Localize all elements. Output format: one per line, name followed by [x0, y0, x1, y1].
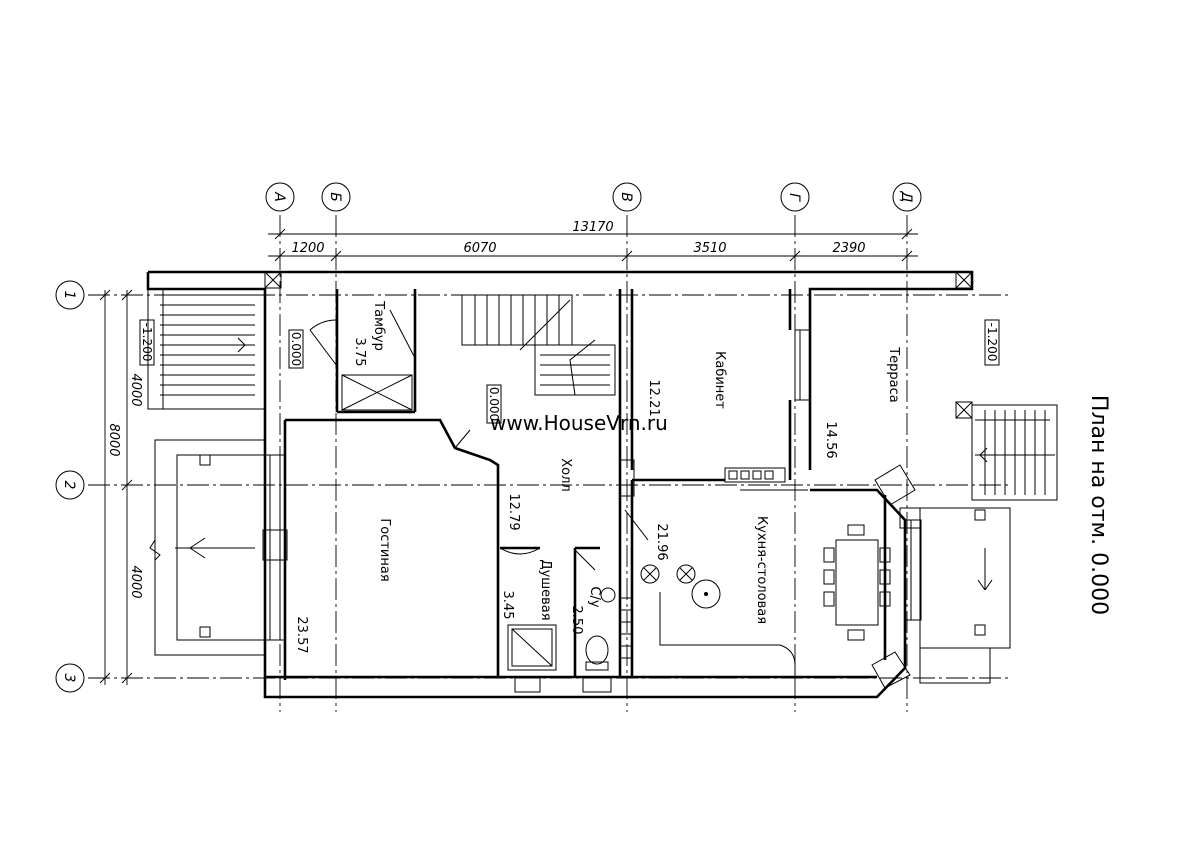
dimension-seg-4: 2390 [832, 241, 865, 256]
level-right-porch: -1.200 [985, 323, 999, 362]
room-terrace-area: 14.56 [823, 421, 838, 458]
level-left-porch: -1.200 [140, 323, 154, 362]
stove-icon [640, 564, 721, 609]
axis-label-3: 3 [61, 674, 77, 683]
room-hall-area: 12.79 [506, 493, 521, 530]
room-living-area: 23.57 [294, 616, 309, 653]
dimension-seg-1: 1200 [291, 241, 324, 256]
axis-label-g: Г [786, 193, 802, 202]
stair-area: 12.21 [646, 379, 661, 416]
axis-bubbles-letters: А Б В Г Д [265, 182, 922, 212]
shower-icon [507, 624, 557, 671]
table-icon [823, 524, 891, 641]
room-wc-area: 2.50 [569, 606, 584, 635]
room-kitchen-area: 21.96 [654, 523, 669, 560]
room-shower-area: 3.45 [500, 591, 515, 620]
dimension-vertical-1: 4000 [128, 373, 143, 406]
interior-stairs [461, 294, 616, 396]
bay-walls [871, 464, 921, 689]
windows [262, 329, 922, 641]
dimension-seg-3: 3510 [693, 241, 726, 256]
arrow-icon [237, 337, 246, 353]
level-vestibule: 0.000 [289, 332, 303, 366]
plan-title: План на отм. 0.000 [1086, 395, 1111, 615]
room-living-name: Гостиная [377, 518, 392, 581]
level-hall: 0.000 [487, 387, 501, 421]
bathroom-fixtures [507, 587, 633, 693]
columns [264, 271, 973, 419]
axis-bubbles-numbers: 1 2 3 [55, 280, 85, 693]
dimension-chain-top: 13170 1200 6070 3510 2390 [268, 220, 918, 262]
dimension-vertical-2: 4000 [128, 565, 143, 598]
toilet-icon [585, 635, 609, 671]
room-shower-name: Душевая [538, 559, 553, 620]
dimension-chain-left: 8000 4000 4000 [99, 289, 143, 685]
interior-walls [285, 289, 792, 677]
dimension-seg-2: 6070 [463, 241, 496, 256]
watermark: www.HouseVrn.ru [490, 411, 668, 435]
arrow-icon [977, 579, 993, 591]
room-office-name: Кабинет [712, 351, 727, 409]
axis-label-b: Б [327, 192, 343, 202]
arrow-icon [189, 537, 206, 559]
axis-label-a: А [271, 191, 287, 202]
room-kitchen-name: Кухня-столовая [754, 516, 769, 624]
doors [309, 309, 649, 571]
dimension-total: 13170 [572, 220, 613, 235]
room-vestibule-name: Тамбур [371, 300, 386, 351]
room-vestibule-area: 3.75 [352, 338, 367, 367]
left-stairs: -1.200 [139, 288, 266, 410]
axis-label-2: 2 [61, 481, 77, 490]
axis-label-d: Д [898, 191, 914, 203]
room-terrace-name: Терраса [886, 346, 901, 403]
room-wc-name: С/у [587, 586, 602, 607]
axis-label-1: 1 [61, 291, 77, 300]
room-labels: Тамбур 3.75 Холл 12.79 12.21 Кабинет Тер… [294, 300, 901, 653]
kitchen-furniture [640, 467, 891, 677]
vestibule-detail: 0.000 0.000 [288, 329, 502, 424]
dimension-vertical-total: 8000 [106, 423, 121, 456]
axis-label-v: В [618, 192, 634, 202]
room-hall-name: Холл [558, 458, 573, 491]
left-terrace [149, 439, 266, 656]
right-terrace: -1.200 [919, 319, 1058, 684]
arrow-icon [979, 447, 988, 463]
